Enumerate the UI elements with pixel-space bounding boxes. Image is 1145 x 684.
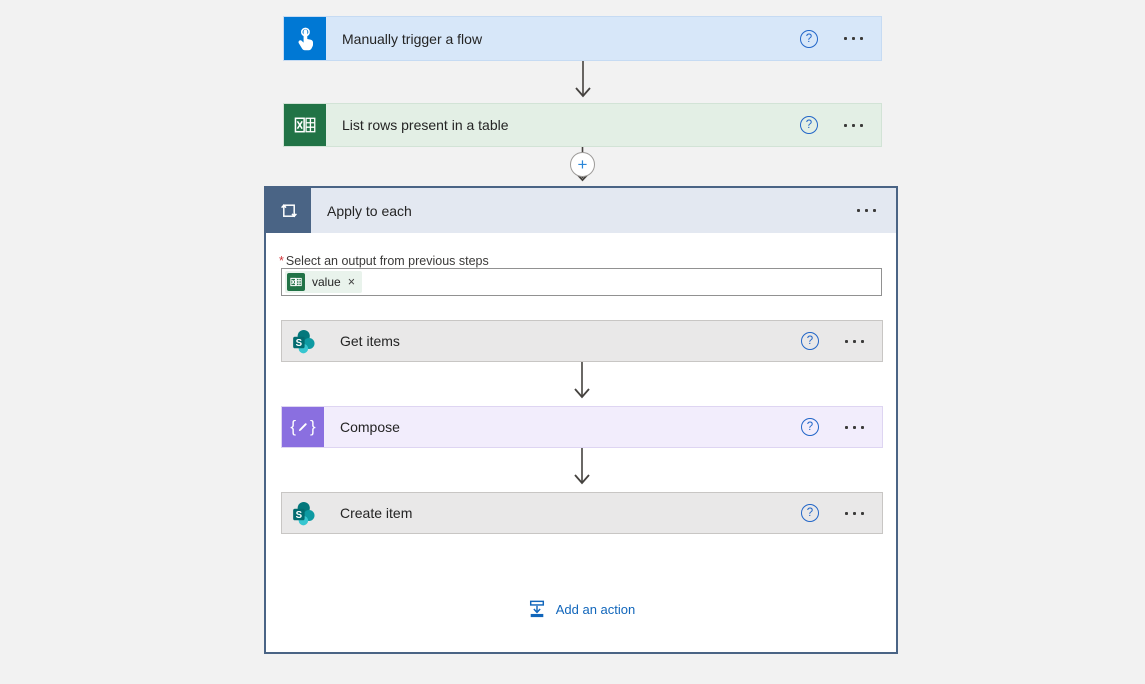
ellipsis-menu-icon[interactable] [845, 336, 864, 347]
excel-chip-icon [287, 273, 305, 291]
ellipsis-menu-icon[interactable] [844, 120, 863, 131]
pencil-icon [298, 423, 307, 432]
manual-trigger-icon [284, 17, 326, 60]
output-field-label-text: Select an output from previous steps [285, 254, 489, 268]
ellipsis-menu-icon[interactable] [845, 508, 864, 519]
help-icon[interactable]: ? [800, 116, 818, 134]
compose-icon: { } [282, 407, 324, 447]
insert-step-plus-icon[interactable]: + [570, 152, 595, 177]
apply-to-each-header[interactable]: Apply to each [266, 188, 896, 233]
add-an-action-label: Add an action [555, 601, 636, 617]
help-glyph: ? [806, 421, 814, 433]
excel-card-title: List rows present in a table [342, 117, 509, 133]
trigger-card-manually-trigger-a-flow[interactable]: Manually trigger a flow ? [283, 16, 882, 61]
add-action-icon [529, 600, 544, 618]
help-glyph: ? [806, 507, 814, 519]
connector-arrow [575, 61, 591, 98]
remove-token-icon[interactable]: × [347, 274, 355, 289]
svg-text:S: S [295, 509, 302, 520]
excel-icon [284, 104, 326, 146]
ellipsis-menu-icon[interactable] [845, 422, 864, 433]
required-marker: * [279, 254, 284, 268]
brace-open-glyph: { [290, 417, 296, 436]
output-token-input[interactable]: value × [281, 268, 882, 296]
apply-to-each-title: Apply to each [327, 202, 412, 219]
compose-title: Compose [340, 419, 400, 435]
help-glyph: ? [806, 335, 814, 347]
help-glyph: ? [805, 119, 813, 131]
loop-icon [266, 188, 311, 233]
help-icon[interactable]: ? [801, 504, 819, 522]
sharepoint-icon: S [282, 321, 324, 361]
connector-arrow [574, 448, 590, 485]
get-items-title: Get items [340, 333, 400, 349]
help-icon[interactable]: ? [800, 29, 818, 48]
ellipsis-menu-icon[interactable] [844, 33, 863, 44]
action-card-list-rows-present-in-a-table[interactable]: List rows present in a table ? [283, 103, 882, 147]
apply-to-each-scope: Apply to each *Select an output from pre… [264, 186, 898, 654]
brace-close-glyph: } [310, 417, 316, 436]
action-card-compose[interactable]: { } Compose ? [281, 406, 883, 448]
action-card-create-item[interactable]: S Create item ? [281, 492, 883, 534]
sharepoint-icon: S [282, 493, 324, 533]
action-card-get-items[interactable]: S Get items ? [281, 320, 883, 362]
plus-glyph: + [577, 155, 588, 174]
trigger-card-title: Manually trigger a flow [342, 30, 483, 47]
ellipsis-menu-icon[interactable] [857, 205, 876, 216]
help-glyph: ? [805, 32, 813, 45]
svg-text:S: S [295, 337, 302, 348]
help-icon[interactable]: ? [801, 332, 819, 350]
help-icon[interactable]: ? [801, 418, 819, 436]
value-token-chip[interactable]: value × [285, 271, 362, 293]
create-item-title: Create item [340, 505, 413, 521]
output-field-label: *Select an output from previous steps [279, 254, 489, 268]
add-an-action-button[interactable]: Add an action [266, 600, 896, 618]
connector-arrow [574, 362, 590, 399]
token-chip-label: value [312, 275, 341, 289]
